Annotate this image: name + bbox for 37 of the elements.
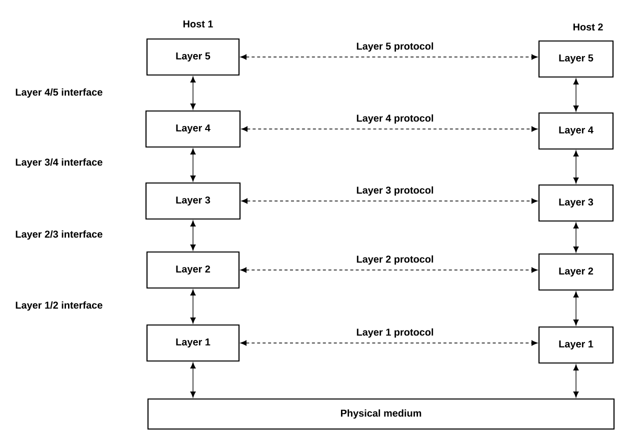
medium-box: Physical medium <box>147 398 615 430</box>
layer-box: Layer 1 <box>146 324 240 362</box>
arrow <box>573 150 579 184</box>
layer-box: Layer 3 <box>538 184 614 222</box>
interface-label: Layer 3/4 interface <box>16 158 102 168</box>
edge-label: Layer 1 protocol <box>356 328 434 338</box>
arrow <box>573 364 579 398</box>
arrow <box>190 148 196 182</box>
layer-box: Layer 2 <box>538 253 614 291</box>
layer-box: Layer 5 <box>538 40 614 78</box>
layer-box: Layer 2 <box>146 251 240 289</box>
arrow <box>190 362 196 398</box>
layer-box: Layer 5 <box>146 38 240 76</box>
arrow <box>573 222 579 253</box>
layer-box: Layer 4 <box>145 110 241 148</box>
edge-label: Layer 4 protocol <box>356 114 434 124</box>
layer-box: Layer 4 <box>538 112 614 150</box>
arrow <box>190 220 196 251</box>
edge-label: Layer 3 protocol <box>356 186 434 196</box>
arrow <box>241 198 538 204</box>
host-label: Host 2 <box>573 23 603 31</box>
arrow <box>241 126 538 132</box>
interface-label: Layer 4/5 interface <box>16 88 102 98</box>
arrow <box>190 76 196 110</box>
host-label: Host 1 <box>183 20 213 28</box>
arrow <box>240 54 538 60</box>
arrow <box>190 289 196 324</box>
arrow <box>240 267 538 273</box>
layer-box: Layer 1 <box>538 326 614 364</box>
arrow <box>573 291 579 326</box>
interface-label: Layer 2/3 interface <box>16 230 102 240</box>
arrow <box>573 78 579 112</box>
interface-label: Layer 1/2 interface <box>16 301 102 311</box>
edge-label: Layer 5 protocol <box>356 42 434 52</box>
edge-label: Layer 2 protocol <box>356 255 434 265</box>
arrow <box>240 340 538 346</box>
layer-box: Layer 3 <box>145 182 241 220</box>
